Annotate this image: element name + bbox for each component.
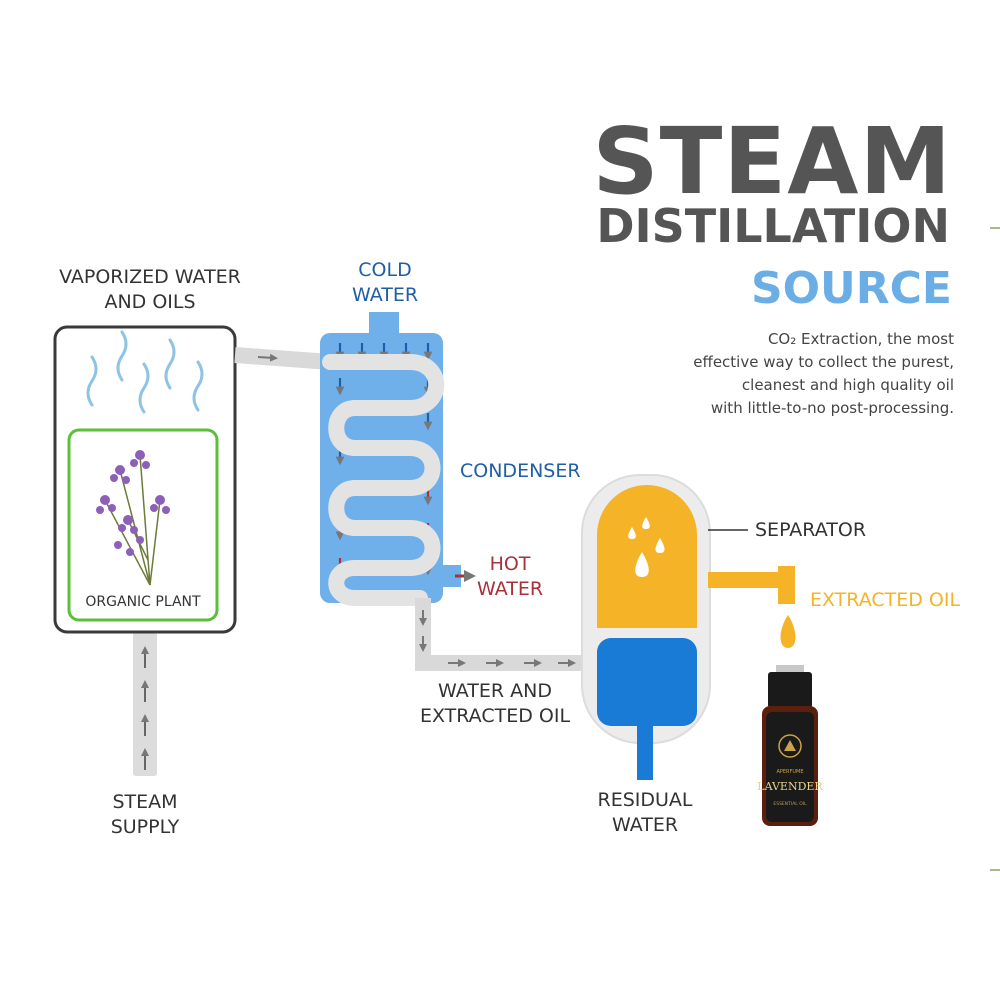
description-line: cleanest and high quality oil — [741, 376, 954, 394]
label-separator: SEPARATOR — [755, 519, 867, 541]
lavender-bottle-image: APERFUME LAVENDER ESSENTIAL OIL — [757, 665, 823, 826]
description: CO₂ Extraction, the most effective way t… — [634, 328, 954, 420]
oil-drops-icon — [628, 517, 665, 577]
plant-chamber — [67, 428, 219, 622]
vapor-icon — [86, 330, 204, 414]
residual-water-drain — [637, 726, 653, 780]
label-extracted-oil: EXTRACTED OIL — [810, 589, 961, 611]
label-organic-plant: ORGANIC PLANT — [85, 594, 201, 610]
bottle-small-text: ESSENTIAL OIL — [773, 801, 807, 807]
description-line: with little-to-no post-processing. — [710, 399, 954, 417]
title-steam: STEAM — [592, 108, 952, 215]
label-water-and-oil: WATER AND EXTRACTED OIL — [419, 680, 571, 727]
bottle-brand: APERFUME — [776, 769, 803, 775]
description-line: CO₂ Extraction, the most — [767, 330, 954, 348]
label-cold-water: COLD WATER — [351, 259, 419, 306]
steam-supply-pipe — [133, 632, 157, 776]
label-steam-supply: STEAM SUPPLY — [110, 791, 180, 838]
label-residual-water: RESIDUAL WATER — [597, 789, 693, 836]
label-vaporized: VAPORIZED WATER AND OILS — [59, 266, 241, 313]
description-line: effective way to collect the purest, — [693, 353, 954, 371]
label-hot-water: HOT WATER — [476, 553, 544, 600]
bottle-name: LAVENDER — [757, 780, 823, 793]
oil-drop-icon — [780, 615, 796, 648]
cold-flow-arrows — [335, 343, 433, 466]
oil-tap — [708, 572, 793, 588]
lavender-plant-icon — [96, 450, 170, 586]
oil-layer — [597, 485, 697, 628]
condenser-coil — [322, 354, 445, 606]
label-condenser: CONDENSER — [460, 460, 581, 482]
distillate-pipe — [415, 598, 590, 671]
title-source: SOURCE — [750, 263, 952, 314]
water-layer — [597, 638, 697, 726]
title-distillation: DISTILLATION — [596, 199, 950, 253]
hot-water-outlet — [443, 565, 461, 587]
vapor-pipe — [234, 347, 331, 370]
